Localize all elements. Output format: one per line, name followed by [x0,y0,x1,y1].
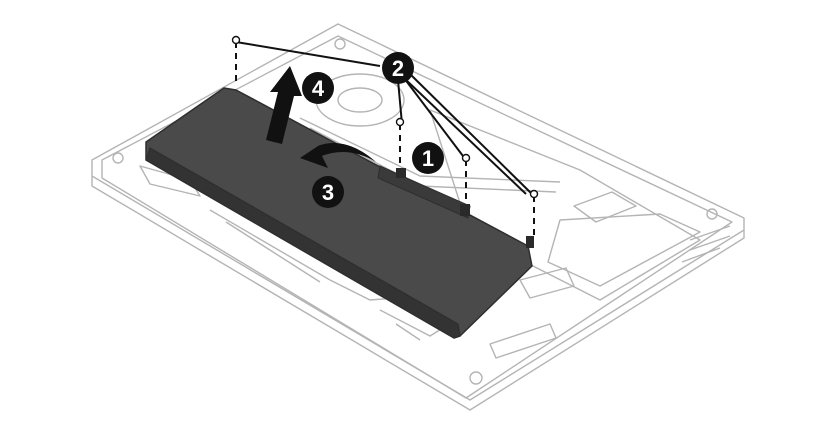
screw-icon [395,117,405,127]
callout-2-label: 2 [392,56,404,81]
callout-2: 2 [382,52,414,84]
rotate-arrow-icon [300,143,376,168]
chassis-inner-edge [101,35,733,399]
screw-icon [231,35,241,45]
cooling-fan-hub [337,87,383,113]
battery-top-face [145,87,533,339]
lift-arrow-icon [266,66,302,144]
chassis-lower-lip [91,175,745,401]
screw-dashed-drops [235,42,535,236]
screw-leader-lines [235,41,535,197]
standoff-bottom [469,371,483,385]
battery[interactable] [145,87,534,339]
screw-icon [461,153,471,163]
callout-3-label: 3 [322,180,334,205]
ssd-module [573,191,637,223]
callout-4: 4 [302,72,334,104]
speaker-right [489,323,557,359]
standoff-left [112,152,124,164]
screws [231,35,539,199]
battery-screw-post-3 [526,236,534,248]
battery-screw-post-1 [396,168,406,178]
callout-1: 1 [412,142,444,174]
callout-3: 3 [312,176,344,208]
battery-front-face [145,147,461,339]
chassis-outer-edge [91,23,745,411]
standoff-right [706,208,718,220]
connector-bracket-right [519,267,575,299]
memory-module [547,213,701,287]
standoff-top [334,38,346,50]
port-cluster-right [681,225,731,263]
battery-screw-post-2 [460,204,470,216]
screw-icon [529,189,539,199]
callout-1-label: 1 [422,146,434,171]
callout-4-label: 4 [312,76,325,101]
